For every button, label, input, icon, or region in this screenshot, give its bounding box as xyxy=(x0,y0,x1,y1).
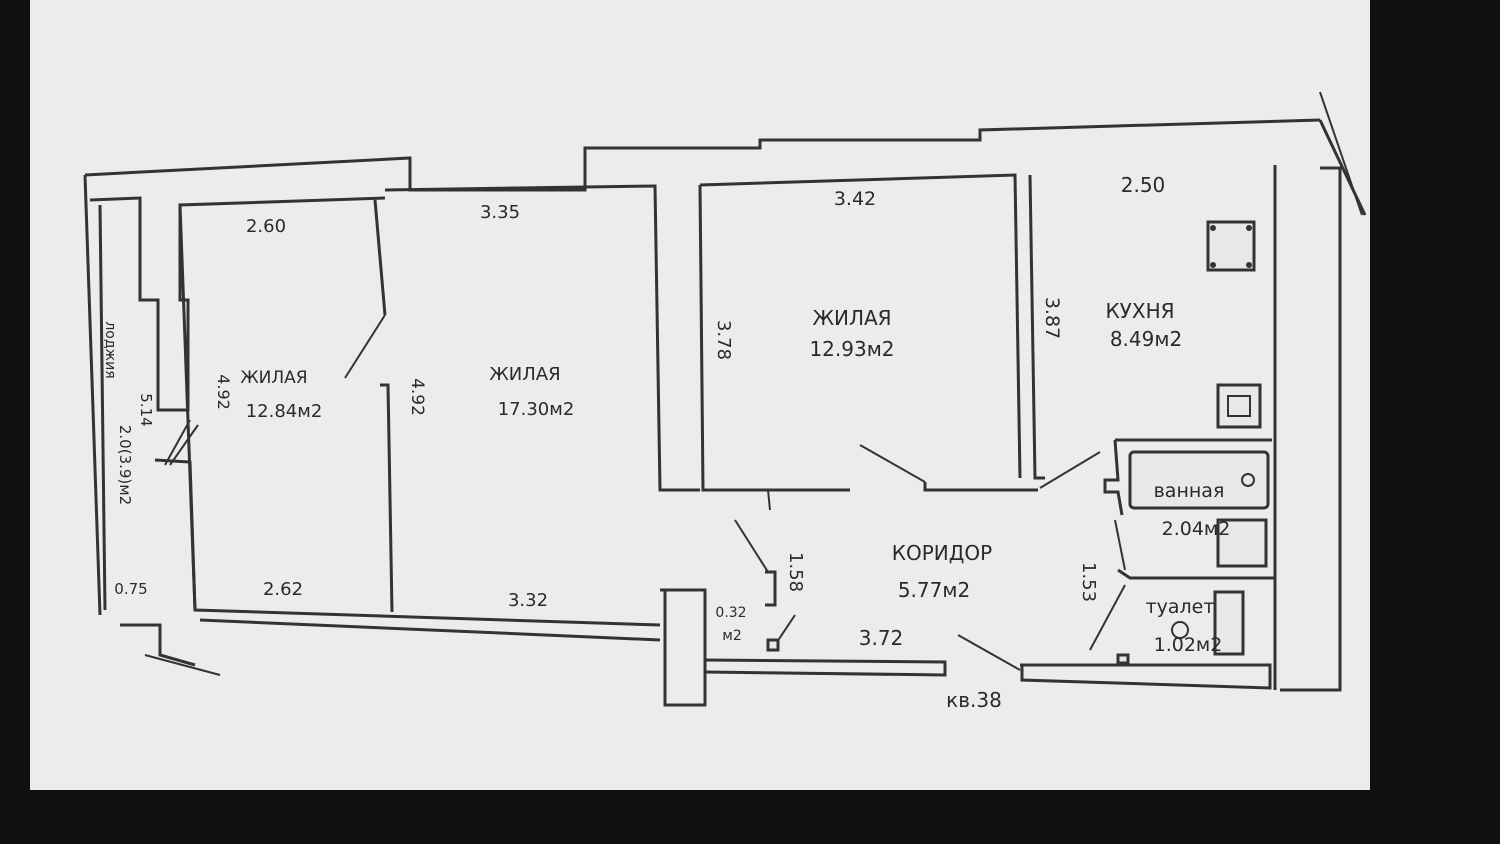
living3-width-top: 3.42 xyxy=(834,188,876,210)
loggia xyxy=(89,196,386,611)
washbasin-icon xyxy=(1216,518,1268,568)
toilet-icon xyxy=(1213,590,1245,656)
living3-area: 12.93м2 xyxy=(809,337,894,361)
loggia-area: 2.0(3.9)м2 xyxy=(116,425,134,505)
living-rooms-left xyxy=(178,184,700,642)
stove-icon xyxy=(1206,220,1256,272)
kitchen-name: КУХНЯ xyxy=(1105,299,1174,323)
bathtub-icon xyxy=(1128,450,1270,510)
toilet-area: 1.02м2 xyxy=(1154,634,1223,656)
room-labels: 2.60 ЖИЛАЯ 12.84м2 4.92 2.62 3.35 ЖИЛАЯ … xyxy=(102,173,1230,712)
living2-area: 17.30м2 xyxy=(498,399,575,420)
living1-name: ЖИЛАЯ xyxy=(240,368,307,388)
sink-icon xyxy=(1216,383,1262,429)
living2-width-bottom: 3.32 xyxy=(508,590,548,611)
corridor-name: КОРИДОР xyxy=(892,541,992,565)
living1-depth: 4.92 xyxy=(214,374,233,410)
corridor-depth-right: 1.53 xyxy=(1078,562,1099,602)
kitchen-area: 8.49м2 xyxy=(1110,327,1182,351)
living1-area: 12.84м2 xyxy=(246,401,323,422)
apartment-label: кв.38 xyxy=(946,688,1002,712)
living3-depth: 3.78 xyxy=(713,320,734,360)
drain-icon xyxy=(1241,473,1255,487)
kitchen xyxy=(1028,174,1262,480)
loggia-name: лоджия xyxy=(102,321,118,378)
living1-width-bottom: 2.62 xyxy=(263,579,303,600)
living-room-3 xyxy=(698,173,1101,511)
living2-depth: 4.92 xyxy=(407,378,427,416)
living3-name: ЖИЛАЯ xyxy=(812,306,891,330)
corridor-area: 5.77м2 xyxy=(898,578,970,602)
living2-name: ЖИЛАЯ xyxy=(489,364,560,385)
closet-unit: м2 xyxy=(722,628,741,644)
living1-width-top: 2.60 xyxy=(246,216,286,237)
bathroom-toilet xyxy=(1089,438,1275,665)
outer-walls xyxy=(83,91,1367,692)
bathroom-name: ванная xyxy=(1154,480,1225,502)
bathroom-area: 2.04м2 xyxy=(1162,518,1231,540)
kitchen-width-top: 2.50 xyxy=(1121,173,1166,197)
living2-width-top: 3.35 xyxy=(480,202,520,223)
loggia-length: 5.14 xyxy=(137,393,155,426)
kitchen-depth: 3.87 xyxy=(1041,297,1063,339)
corridor-depth-left: 1.58 xyxy=(785,552,806,592)
corridor xyxy=(660,519,1272,707)
corridor-width-bottom: 3.72 xyxy=(859,626,904,650)
loggia-width: 0.75 xyxy=(114,580,147,598)
floor-plan-sheet xyxy=(30,0,1370,790)
toilet-name: туалет xyxy=(1146,596,1215,618)
closet-area: 0.32 xyxy=(715,605,746,621)
